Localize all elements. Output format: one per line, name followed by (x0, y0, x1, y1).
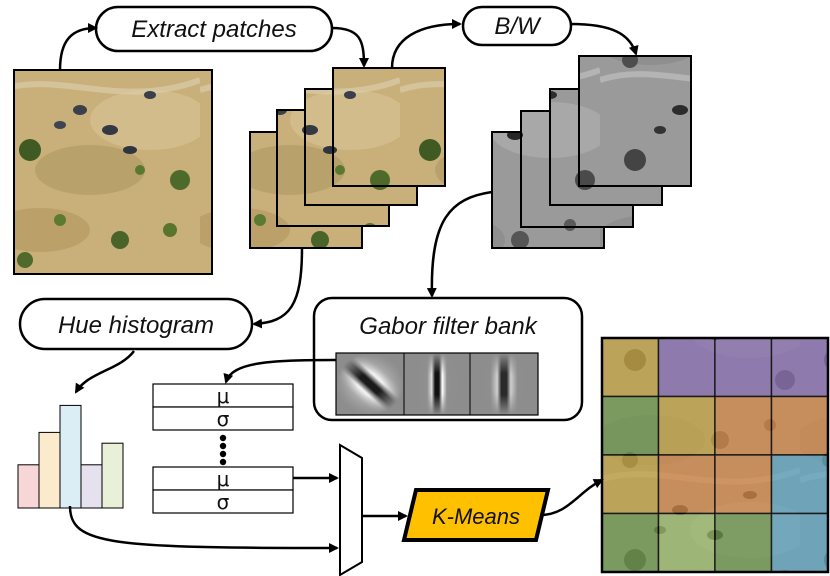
arrow-gray-to-gabor (426, 190, 493, 298)
gabor-kernel-2 (404, 353, 470, 415)
extract-patches-text: Extract patches (131, 16, 296, 43)
cluster-cell (601, 337, 660, 398)
gabor-filter-bank-box: Gabor filter bank (312, 296, 584, 422)
concat-block (339, 443, 363, 576)
cluster-cell (770, 395, 829, 456)
cluster-cell (601, 512, 660, 573)
cluster-cell (714, 512, 773, 573)
extract-patches-label: Extract patches (94, 5, 334, 53)
arrow-extract-to-patches (331, 26, 369, 68)
histogram-bar (38, 431, 61, 509)
arrow-histogram-to-concat (68, 505, 339, 553)
arrow-kmeans-to-grid (539, 478, 604, 517)
hue-histogram-text: Hue histogram (58, 312, 214, 339)
hue-histogram-chart (17, 404, 124, 509)
source-aerial-image (13, 69, 213, 275)
cluster-cell (657, 512, 716, 573)
color-patch-stack (249, 67, 446, 249)
bw-text: B/W (494, 13, 542, 40)
cluster-cell (601, 395, 660, 456)
sigma-label-bottom: σ (217, 490, 230, 514)
mu-label-top: μ (217, 384, 230, 408)
cluster-cell (657, 337, 716, 398)
grayscale-patch-stack (491, 55, 692, 249)
cluster-cell (601, 454, 660, 515)
gabor-filter-bank-text: Gabor filter bank (359, 313, 538, 340)
cluster-cell (657, 454, 716, 515)
feature-vector: μ σ μ σ (152, 383, 294, 514)
mu-label-bottom: μ (217, 467, 230, 491)
arrow-gabor-to-vector (223, 358, 337, 384)
arrow-source-to-extract (58, 23, 98, 71)
gabor-kernel-1 (336, 353, 404, 415)
histogram-bar (59, 404, 82, 509)
cluster-cell (714, 337, 773, 398)
kmeans-box: K-Means (401, 488, 551, 542)
arrow-hue-to-histogram (74, 350, 136, 394)
cluster-cell (657, 395, 716, 456)
arrow-patches-to-hue (252, 247, 304, 329)
histogram-bar (17, 464, 40, 509)
arrow-patches-to-bw (390, 19, 462, 69)
kmeans-text: K-Means (432, 504, 520, 529)
bw-label: B/W (461, 5, 573, 47)
arrow-bw-to-gray (570, 22, 639, 56)
arrows (58, 19, 639, 553)
sigma-label-top: σ (217, 407, 230, 431)
cluster-cell (770, 337, 829, 398)
cluster-cell (714, 454, 773, 515)
cluster-result-grid (600, 336, 830, 574)
histogram-bar (101, 442, 124, 509)
hue-histogram-label: Hue histogram (18, 297, 254, 351)
cluster-cell (770, 454, 829, 515)
gabor-kernel-3 (470, 353, 538, 415)
histogram-bar (80, 464, 103, 509)
cluster-cell (714, 395, 773, 456)
cluster-cell (770, 512, 829, 573)
